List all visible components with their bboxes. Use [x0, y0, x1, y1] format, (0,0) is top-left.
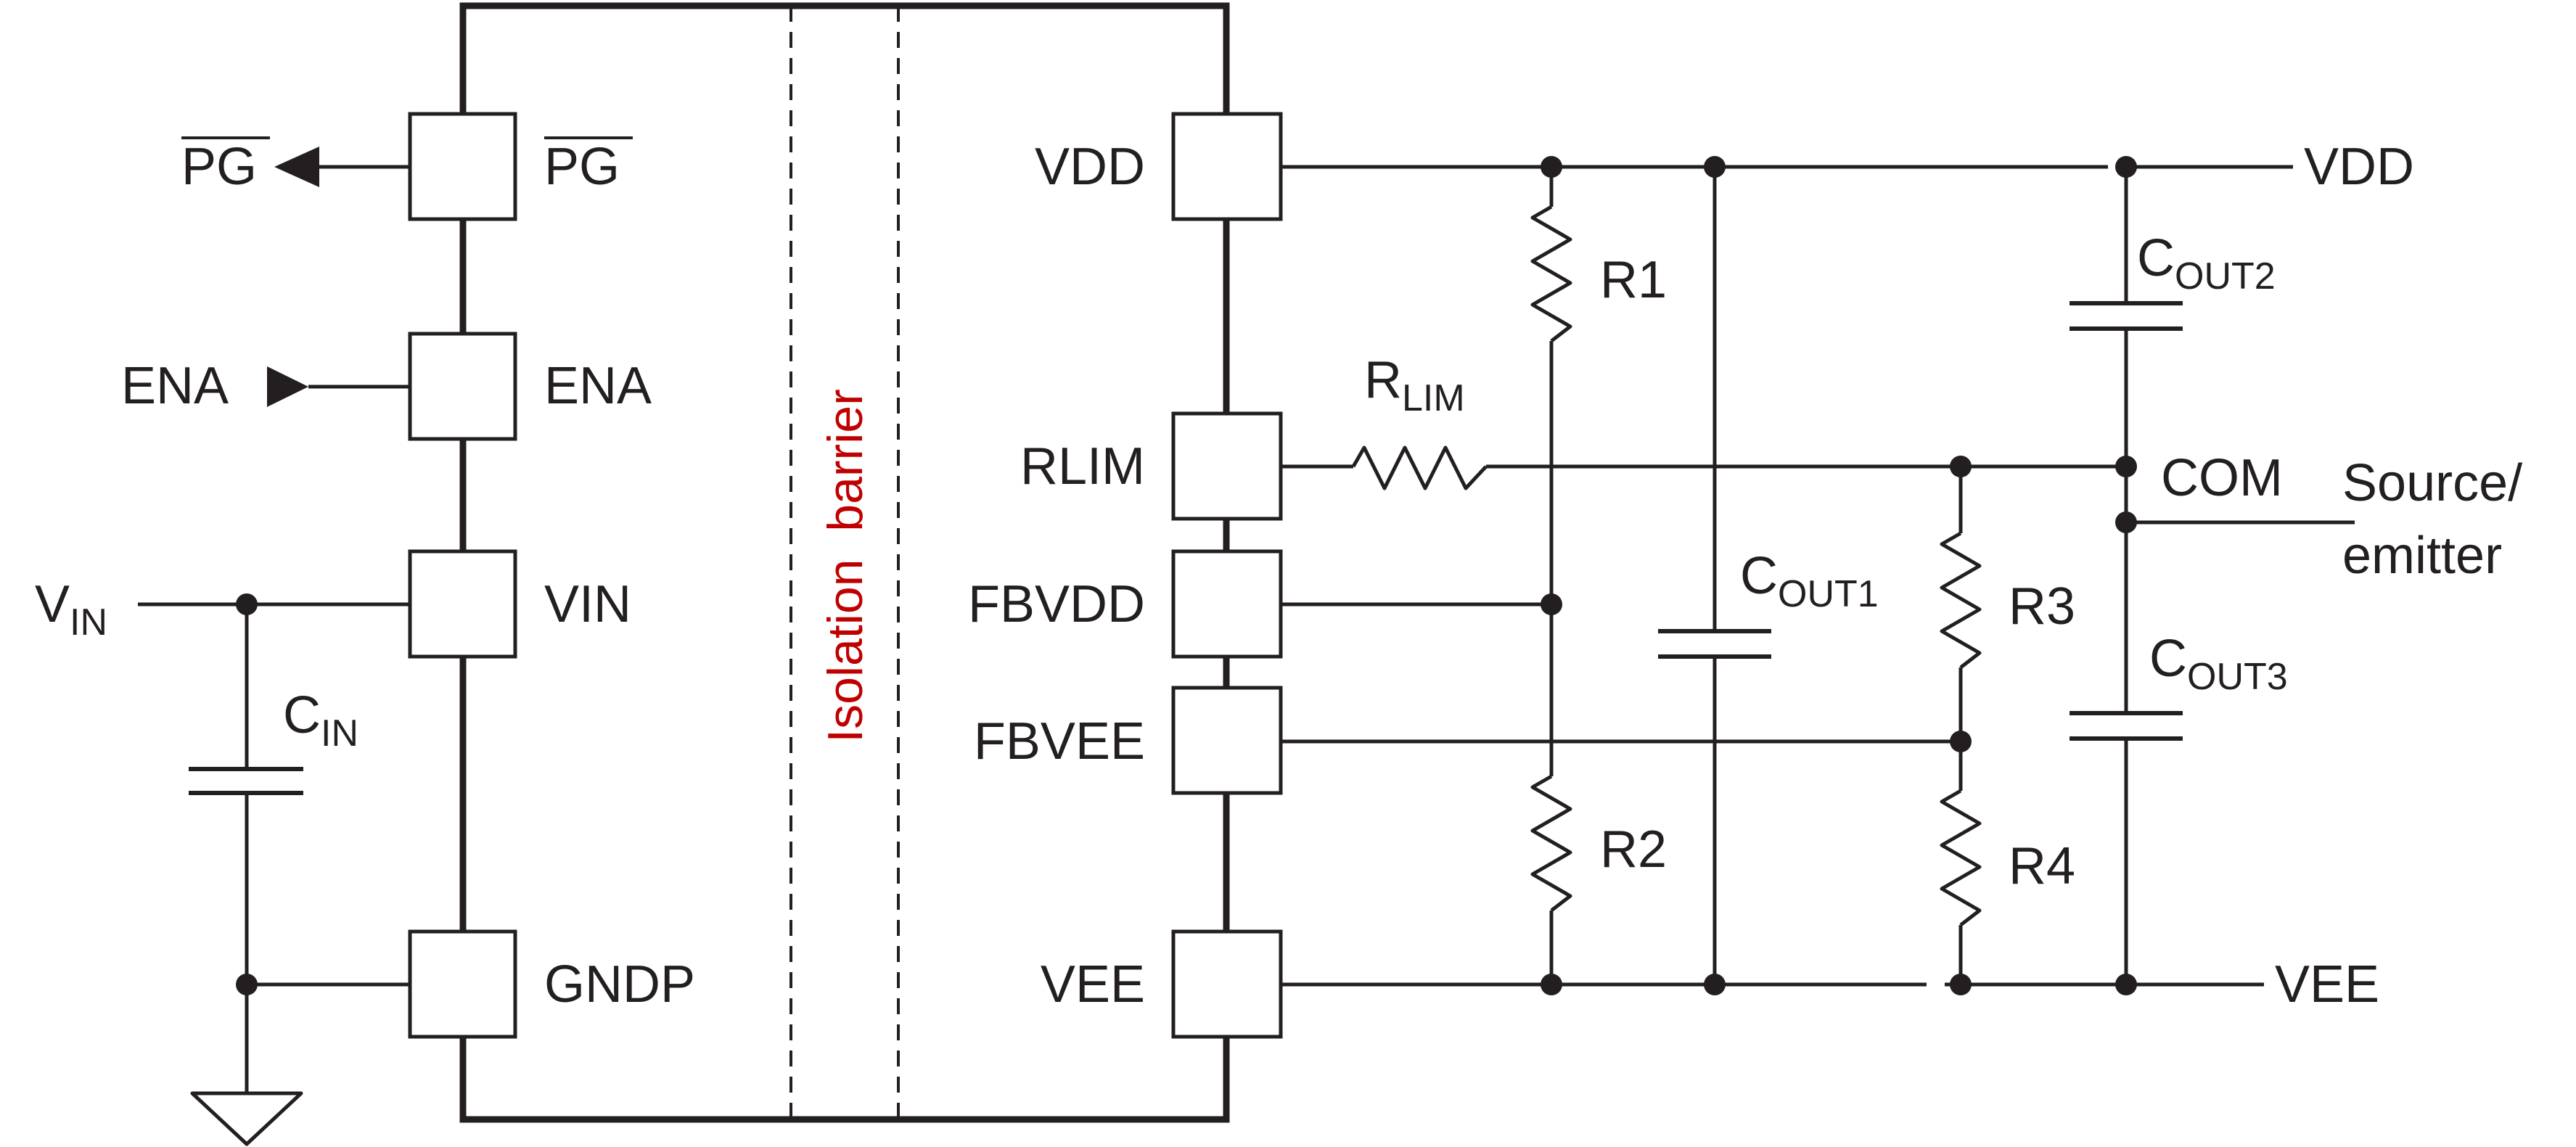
pin-rlim-box [1171, 411, 1283, 521]
ena-input-label: ENA [121, 357, 229, 415]
vee-out-label: VEE [2275, 955, 2379, 1014]
source-emitter-junction [2115, 511, 2137, 533]
vdd-r1-junction [1541, 156, 1562, 178]
pg-output-arrow [274, 147, 319, 187]
pin-rlim-label: RLIM [1020, 437, 1145, 496]
ground-symbol [190, 1091, 303, 1146]
pin-vdd-label: VDD [1035, 138, 1145, 196]
cout2-label: COUT2 [2137, 229, 2276, 297]
fbvee-junction [1950, 731, 1972, 752]
pin-ena-box [408, 332, 517, 441]
com-r3-junction [1950, 456, 1972, 477]
pin-pg-label: PG [544, 138, 620, 196]
rlim-label: RLIM [1364, 351, 1465, 419]
pin-vin-label: VIN [544, 575, 631, 633]
pin-fbvee-box [1171, 686, 1283, 795]
pin-vee-box [1171, 929, 1283, 1039]
cout3-label: COUT3 [2149, 630, 2288, 698]
com-cout-junction [2115, 456, 2137, 477]
cin-label: CIN [283, 686, 358, 755]
vee-r2-junction [1541, 974, 1562, 995]
vee-r4-junction [1950, 974, 1972, 995]
vdd-out-label: VDD [2304, 138, 2414, 196]
gndp-junction [236, 974, 258, 995]
r4-resistor [1940, 789, 1982, 926]
r4-label: R4 [2009, 837, 2075, 895]
pin-fbvdd-box [1171, 549, 1283, 659]
pin-vdd-box [1171, 112, 1283, 221]
rlim-resistor [1351, 445, 1488, 490]
isolation-barrier-label: Isolation barrier [818, 389, 873, 743]
pin-fbvee-label: FBVEE [974, 712, 1145, 770]
vee-cout1-junction [1704, 974, 1726, 995]
source-emitter-label-line2: emitter [2342, 527, 2502, 585]
cout1-label: COUT1 [1740, 547, 1879, 615]
vdd-cout1-junction [1704, 156, 1726, 178]
r1-label: R1 [1600, 251, 1667, 309]
pin-gndp-box [408, 929, 517, 1039]
pin-vee-label: VEE [1041, 955, 1145, 1014]
r3-label: R3 [2009, 577, 2075, 636]
vdd-cout2-junction [2115, 156, 2137, 178]
vin-junction [236, 593, 258, 615]
source-emitter-label-line1: Source/ [2342, 454, 2522, 512]
vee-cout3-junction [2115, 974, 2137, 995]
r2-label: R2 [1600, 821, 1667, 879]
pin-fbvdd-label: FBVDD [968, 575, 1145, 633]
pin-vin-box [408, 549, 517, 659]
fbvdd-junction [1541, 593, 1562, 615]
r1-resistor [1530, 205, 1572, 342]
ena-input-arrow [267, 366, 308, 407]
r2-resistor [1530, 774, 1572, 912]
pin-ena-label: ENA [544, 357, 652, 415]
pg-output-label: PG [181, 138, 257, 196]
r3-resistor [1940, 531, 1982, 669]
com-label: COM [2161, 449, 2283, 507]
pin-gndp-label: GNDP [544, 955, 695, 1014]
pin-pg-box [408, 112, 517, 221]
vin-label: VIN [35, 575, 107, 644]
